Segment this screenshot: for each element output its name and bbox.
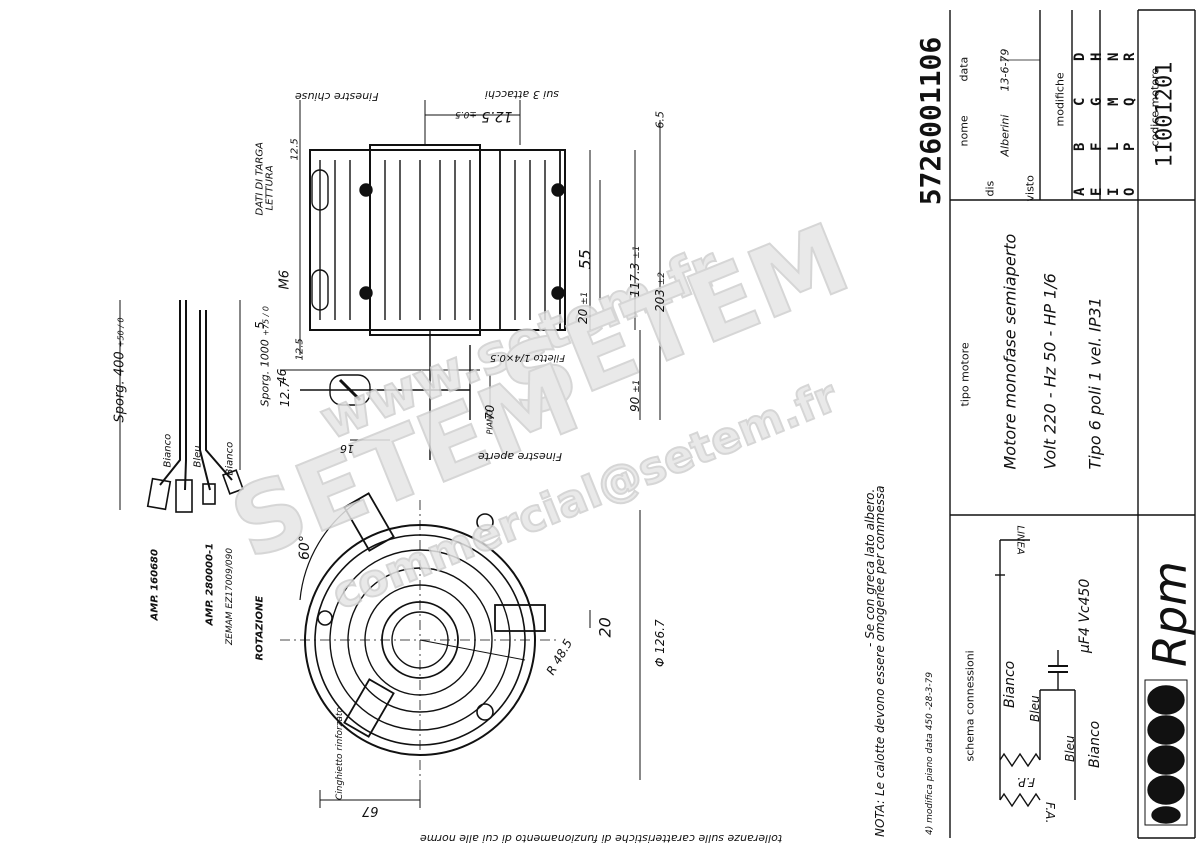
mod-letter: P xyxy=(1122,142,1138,151)
mod-letter: R xyxy=(1122,52,1138,61)
schema-label: schema connessioni xyxy=(963,650,977,762)
mod-letter: B xyxy=(1072,142,1088,151)
drawing-number: 5726001106 xyxy=(914,36,947,206)
dim-20: 20 ±1 xyxy=(576,274,590,324)
motor-type: Tipo 6 poli 1 vel. IP31 xyxy=(1085,297,1105,470)
dim-117-3: 117.3 ±1 xyxy=(628,217,642,297)
codice-motore: 11001201 xyxy=(1152,61,1178,168)
data-label: data xyxy=(957,56,971,82)
wiring-fa: F.A. xyxy=(1043,802,1057,824)
front-dim-67: 67 xyxy=(362,803,379,818)
wiring-bianco-top: Bianco xyxy=(1002,660,1018,708)
sporg-value: Sporg. 400 xyxy=(112,351,128,423)
watermark: www.setem.fr SETEM SETEM commercial@sete… xyxy=(216,201,865,621)
cable-bianco-2: Bianco xyxy=(224,441,236,476)
sporg-value: Sporg. 1000 xyxy=(258,339,272,407)
sporg-tol: +75 / 0 xyxy=(261,306,271,336)
lettura-label: LETTURA xyxy=(264,165,276,211)
tipo-motore-label: tipo motore xyxy=(958,342,972,407)
dim-tol: ±2 xyxy=(657,271,667,286)
dim-16: 16 xyxy=(340,442,354,455)
sporg-1000-label: Sporg. 1000 +75 / 0 xyxy=(258,267,272,407)
wiring-diagram xyxy=(995,539,1076,808)
bottom-note: tolleranze sulle caratteristiche di funz… xyxy=(420,832,783,845)
dis-label: dis xyxy=(983,180,997,197)
dim-12-5b: 12.5 xyxy=(294,338,306,361)
dim-value: 90 xyxy=(628,396,642,412)
dim-tol: ±1 xyxy=(632,245,642,259)
dim-90: 90 ±1 xyxy=(628,352,642,412)
dim-203: 203 ±2 xyxy=(653,232,667,312)
front-view-motor xyxy=(280,492,641,808)
finestre-chiuse-label: Finestre chiuse xyxy=(295,90,379,103)
modifiche-label: modifiche xyxy=(1053,72,1067,127)
mod-letter: I xyxy=(1106,187,1122,196)
amp-1-label: AMP. 160680 xyxy=(149,549,161,621)
dim-tol: ±0.5 xyxy=(455,109,477,119)
wiring-linea: LINEA xyxy=(1014,525,1026,555)
mod-letter: L xyxy=(1106,142,1122,151)
dis-date: 13-6-79 xyxy=(998,48,1012,92)
capacitor-label: µF4 Vc450 xyxy=(1077,578,1093,653)
wiring-bianco-bottom: Bianco xyxy=(1087,720,1103,768)
zemam-label: ZEMAM EZ17009/090 xyxy=(225,547,235,645)
modifiche-grid: A B C D E F G H I L M N O P Q R xyxy=(1072,30,1138,200)
cable-assembly xyxy=(119,300,245,513)
dim-12-7: 12.7 xyxy=(278,380,292,407)
wiring-bleu-2: Bleu xyxy=(1063,735,1077,762)
mod-letter: Q xyxy=(1122,97,1138,106)
filetto-label: Filetto 1/4×0.5 xyxy=(490,352,565,363)
cinghietto-label: Cinghietto rinforzato xyxy=(335,707,345,800)
dim-value: 20 xyxy=(576,308,590,324)
mod-letter: O xyxy=(1122,187,1138,196)
cable-bianco-1: Bianco xyxy=(162,433,174,468)
dim-tol: ±1 xyxy=(632,379,642,393)
note-secondary: - Se con greca lato albero. xyxy=(863,488,877,647)
dim-value: 12.5 xyxy=(481,108,513,124)
dim-12-5-small: 12.5 xyxy=(289,138,301,161)
mod-letter: F xyxy=(1089,142,1105,151)
note-modification: 4) modifica piano data 450 -28-3-79 xyxy=(925,671,935,835)
front-dim-20: 20 xyxy=(595,617,615,638)
dim-12-5-top: 12.5 ±0.5 xyxy=(455,108,512,124)
piano-label: PIANO xyxy=(485,409,495,435)
nome-label: nome xyxy=(957,115,971,147)
dim-55: 55 xyxy=(575,249,595,270)
finestre-aperte-label: Finestre aperte xyxy=(478,450,563,463)
dim-value: 203 xyxy=(653,289,667,312)
mod-letter: C xyxy=(1072,97,1088,106)
mod-letter: H xyxy=(1089,52,1105,61)
front-dim-diameter: Φ 126.7 xyxy=(653,619,667,667)
sui-3-attacchi-label: sui 3 attacchi xyxy=(485,88,559,101)
mod-letter: G xyxy=(1089,97,1105,106)
dim-value: 117.3 xyxy=(628,262,642,297)
dis-name: Alberini xyxy=(998,114,1012,157)
cable-bleu: Bleu xyxy=(192,445,204,468)
dim-m6: M6 xyxy=(277,270,293,290)
motor-description: Motore monofase semiaperto xyxy=(1000,233,1020,470)
brand-logo: Rpm xyxy=(1143,561,1197,667)
side-view-dimensions xyxy=(280,100,661,441)
wiring-bleu-1: Bleu xyxy=(1028,695,1042,722)
mod-letter: E xyxy=(1089,187,1105,196)
visto-label: visto xyxy=(1023,175,1037,202)
rotazione-label: ROTAZIONE xyxy=(254,595,266,661)
sporg-400-label: Sporg. 400 +50 / 0 xyxy=(112,303,128,423)
sporg-tol: +50 / 0 xyxy=(116,317,126,348)
mod-letter: N xyxy=(1106,52,1122,61)
motor-electrical: Volt 220 - Hz 50 - HP 1/6 xyxy=(1040,273,1060,470)
mod-letter: A xyxy=(1072,187,1088,196)
mod-letter: M xyxy=(1106,97,1122,106)
angle-60: 60° xyxy=(297,535,313,560)
title-block-frame xyxy=(949,9,1196,839)
rpm-logo-coil xyxy=(1144,679,1188,826)
amp-2-label: AMP. 280000-1 xyxy=(204,542,216,626)
wiring-fp: F.P. xyxy=(1016,775,1035,789)
dim-6-5: 6.5 xyxy=(653,111,667,129)
mod-letter: D xyxy=(1072,52,1088,61)
dim-tol: ±1 xyxy=(580,291,590,305)
side-view-motor xyxy=(300,144,566,460)
